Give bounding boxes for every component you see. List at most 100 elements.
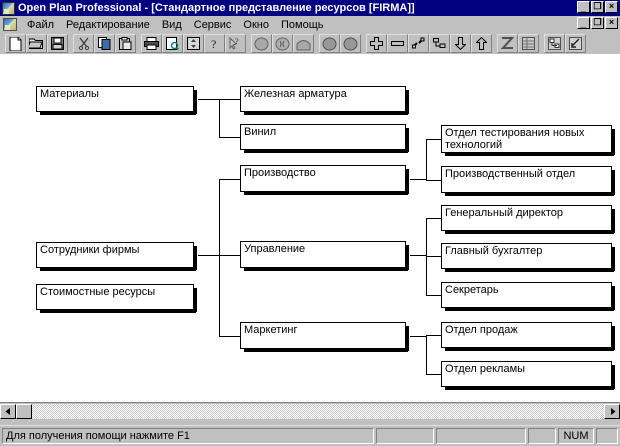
triangle-left-icon <box>5 407 10 415</box>
connector-line <box>198 99 219 100</box>
node-shadow-bottom <box>445 192 614 196</box>
filled-circle-icon <box>322 37 337 51</box>
mdi-minimize-button[interactable]: _ <box>577 17 590 29</box>
diagram-node[interactable]: Производственный отдел <box>441 166 615 196</box>
save-button[interactable] <box>47 34 68 53</box>
connector-line <box>219 255 240 256</box>
arrow-up-icon <box>476 37 487 50</box>
node-shadow-bottom <box>244 267 408 271</box>
node-shadow-right <box>405 169 409 194</box>
structure-button[interactable] <box>429 34 450 53</box>
connector-line <box>410 336 426 337</box>
new-button[interactable] <box>5 34 26 53</box>
scroll-track[interactable] <box>32 403 604 419</box>
status-bar: Для получения помощи нажмите F1 NUM <box>0 425 620 446</box>
mdi-restore-icon: ❐ <box>593 17 602 27</box>
diagram-node[interactable]: Отдел продаж <box>441 322 615 351</box>
mdi-restore-button[interactable]: ❐ <box>591 17 604 29</box>
diagram-node[interactable]: Секретарь <box>441 282 615 311</box>
scroll-thumb[interactable] <box>16 403 32 419</box>
diagram-node-label: Производственный отдел <box>445 168 576 180</box>
diagram-node[interactable]: Производство <box>240 165 409 195</box>
print-button[interactable] <box>141 34 162 53</box>
node-shadow-bottom <box>445 307 614 311</box>
diagram-node-label: Управление <box>244 243 306 255</box>
node-shadow-right <box>405 326 409 351</box>
diagram-node[interactable]: Отдел тестирования новых технологий <box>441 125 615 156</box>
diagram-node[interactable]: Отдел рекламы <box>441 361 615 390</box>
grid-table-button[interactable] <box>518 34 539 53</box>
connector-line <box>219 179 240 180</box>
diagram-node[interactable]: Управление <box>240 241 409 271</box>
node-shadow-bottom <box>445 347 614 351</box>
menu-item-file[interactable]: Файл <box>27 18 55 31</box>
toolbar: ? ? <box>0 33 620 55</box>
node-shadow-bottom <box>244 348 408 352</box>
add-button[interactable] <box>366 34 387 53</box>
scroll-left-button[interactable] <box>0 403 16 419</box>
diagram-node[interactable]: Стоимостные ресурсы <box>36 284 197 313</box>
status-pane-6 <box>596 428 618 444</box>
window-title: Open Plan Professional - [Стандартное пр… <box>18 2 415 14</box>
diagram-node-label: Железная арматура <box>244 88 347 100</box>
help-button[interactable]: ? <box>204 34 225 53</box>
node-shadow-bottom <box>445 230 614 234</box>
print-icon <box>144 37 159 50</box>
menu-item-help[interactable]: Помощь <box>280 18 324 31</box>
diagram-node[interactable]: Маркетинг <box>240 322 409 352</box>
remove-button[interactable] <box>387 34 408 53</box>
fit-window-button[interactable] <box>565 34 586 53</box>
diagram-node-label: Отдел продаж <box>445 324 518 336</box>
diagram-node-label: Главный бухгалтер <box>445 245 543 257</box>
move-up-button[interactable] <box>471 34 492 53</box>
diagram-node[interactable]: Винил <box>240 124 409 153</box>
resource-node-button[interactable] <box>272 34 293 53</box>
restore-icon: ❐ <box>593 1 602 11</box>
shape-node-icon <box>296 37 311 51</box>
shape-node-button[interactable] <box>293 34 314 53</box>
paste-icon <box>119 37 132 50</box>
open-button[interactable] <box>26 34 47 53</box>
menu-item-window[interactable]: Окно <box>243 18 269 31</box>
mdi-close-button[interactable]: × <box>605 17 618 29</box>
minus-icon <box>391 37 404 50</box>
minimize-icon: _ <box>580 3 586 13</box>
mdi-child-controls: _ ❐ × <box>576 17 618 29</box>
move-down-button[interactable] <box>450 34 471 53</box>
paste-button[interactable] <box>115 34 136 53</box>
diagram-node[interactable]: Генеральный директор <box>441 205 615 234</box>
restore-button[interactable]: ❐ <box>591 1 604 13</box>
horizontal-scrollbar[interactable] <box>0 402 620 419</box>
scroll-right-button[interactable] <box>604 403 620 419</box>
diagram-node[interactable]: Материалы <box>36 86 197 115</box>
filled-circle-2-button[interactable] <box>340 34 361 53</box>
print-preview-button[interactable] <box>162 34 183 53</box>
minimize-button[interactable]: _ <box>577 1 590 13</box>
menu-item-view[interactable]: Вид <box>161 18 182 31</box>
link-button[interactable] <box>408 34 429 53</box>
node-shadow-bottom <box>40 267 196 271</box>
connector-line <box>426 218 441 219</box>
copy-button[interactable] <box>94 34 115 53</box>
diagram-node[interactable]: Железная арматура <box>240 86 409 115</box>
zigzag-button[interactable] <box>497 34 518 53</box>
cut-button[interactable] <box>73 34 94 53</box>
menu-item-service[interactable]: Сервис <box>193 18 232 31</box>
filled-circle-button[interactable] <box>319 34 340 53</box>
close-button[interactable]: × <box>605 1 618 13</box>
ellipse-node-button[interactable] <box>251 34 272 53</box>
node-shadow-right <box>611 247 615 271</box>
document-icon[interactable] <box>3 18 17 31</box>
node-shadow-bottom <box>244 111 408 115</box>
page-setup-button[interactable] <box>183 34 204 53</box>
plus-icon <box>370 37 383 50</box>
node-shadow-bottom <box>244 191 408 195</box>
menu-item-edit[interactable]: Редактирование <box>66 18 150 31</box>
diagram-node-label: Стоимостные ресурсы <box>40 286 156 298</box>
diagram-node[interactable]: Сотрудники фирмы <box>36 242 197 271</box>
layout-button[interactable] <box>544 34 565 53</box>
triangle-right-icon <box>610 407 615 415</box>
diagram-node[interactable]: Главный бухгалтер <box>441 243 615 272</box>
context-help-button[interactable]: ? <box>225 34 246 53</box>
